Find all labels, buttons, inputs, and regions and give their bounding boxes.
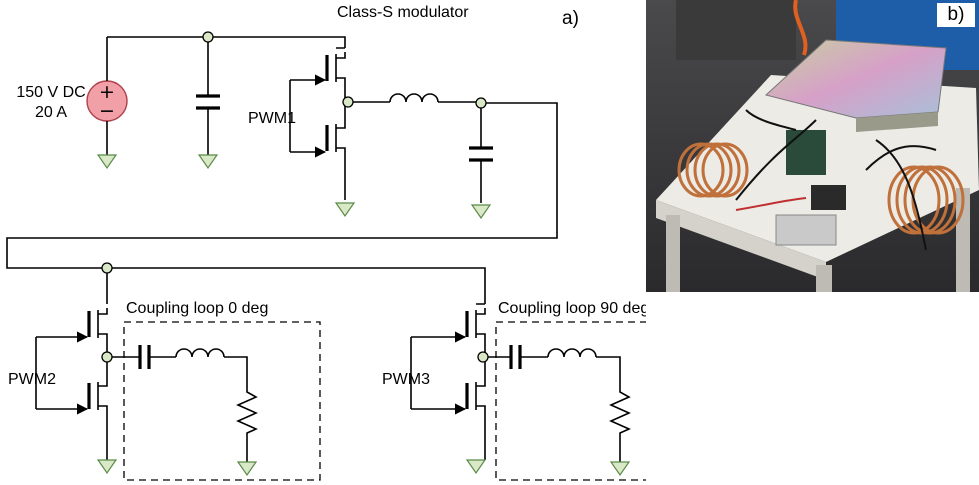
- coupling-loop-0-label: Coupling loop 0 deg: [126, 300, 268, 317]
- ground-symbol: [97, 154, 117, 169]
- pwm2-label: PWM2: [8, 371, 56, 388]
- junction-node: [202, 31, 214, 43]
- coupling-loop-90-label: Coupling loop 90 deg: [498, 300, 646, 317]
- panel-a-label: a): [562, 8, 579, 29]
- bridge-90deg: PWM3 Coupling loop 90 deg: [382, 300, 646, 481]
- supply-current-label: 20 A: [35, 104, 67, 121]
- panel-b-label: b): [937, 3, 975, 27]
- pwm3-label: PWM3: [382, 371, 430, 388]
- pwm1-label: PWM1: [248, 110, 296, 127]
- coupling-loop-box: [123, 321, 321, 481]
- supply-voltage-label: 150 V DC: [16, 84, 85, 101]
- circuit-schematic: Class-S modulator a) + − 150 V DC 20 A P…: [6, 4, 646, 481]
- hardware-photo: b): [646, 0, 979, 292]
- modulator-section: + − 150 V DC 20 A PWM1: [6, 31, 558, 304]
- svg-text:+: +: [99, 81, 115, 103]
- svg-text:−: −: [99, 100, 115, 122]
- figure-title: Class-S modulator: [337, 4, 469, 21]
- bridge-0deg: PWM2 Coupling loop 0 deg: [8, 273, 321, 481]
- coupling-loop-box: [495, 321, 646, 481]
